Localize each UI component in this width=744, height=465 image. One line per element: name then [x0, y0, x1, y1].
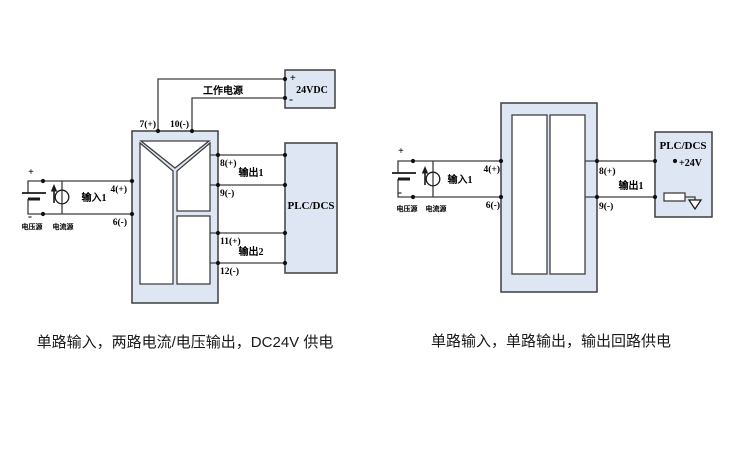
- terminal-label-4: 4(+): [111, 184, 128, 195]
- isolation-barrier-output1-section: [176, 141, 211, 212]
- terminal-label-11: 11(+): [220, 236, 241, 247]
- battery-plus-sign: +: [28, 167, 34, 178]
- current-source-label: 电流源: [426, 204, 447, 213]
- terminal-label-9: 9(-): [599, 201, 613, 212]
- current-source-label: 电流源: [53, 222, 74, 231]
- terminal-label-4: 4(+): [484, 164, 501, 175]
- battery-plus-sign: +: [398, 146, 404, 157]
- power-24vdc-plus-sign: +: [290, 73, 296, 84]
- battery-minus-sign: -: [398, 185, 402, 199]
- power-24vdc-box: [284, 69, 336, 109]
- isolation-barrier-input-section: [511, 114, 548, 275]
- terminal-label-10: 10(-): [170, 119, 189, 130]
- current-source-icon-right: [421, 161, 441, 197]
- terminal-label-12: 12(-): [220, 266, 239, 277]
- output2-label: 输出2: [239, 245, 264, 258]
- voltage-source-label: 电压源: [397, 204, 418, 213]
- terminal-label-6: 6(-): [486, 200, 500, 211]
- input1-label: 输入1: [82, 191, 107, 204]
- battery-minus-sign: -: [28, 209, 32, 223]
- power-wire-label: 工作电源: [203, 84, 243, 97]
- power-24vdc-minus-sign: -: [289, 92, 293, 106]
- voltage-source-label: 电压源: [22, 222, 43, 231]
- terminal-label-8: 8(+): [599, 166, 616, 177]
- terminal-label-6: 6(-): [113, 217, 127, 228]
- isolation-barrier-output-section: [549, 114, 586, 275]
- isolation-barrier-triangle: [139, 140, 211, 169]
- terminal-label-8: 8(+): [220, 158, 237, 169]
- resistor-icon: [663, 192, 686, 202]
- plc-dcs-box: [284, 142, 338, 274]
- battery-icon: + -: [22, 167, 46, 223]
- ground-icon: [687, 199, 703, 211]
- isolation-barrier-left-section: [139, 141, 174, 285]
- left-diagram: + 24VDC - 工作电源 + - 电压源 电流源 输入1: [22, 69, 338, 351]
- power-24vdc-label: 24VDC: [296, 85, 328, 96]
- plc-dcs-label: PLC/DCS: [659, 140, 706, 152]
- arrow-up-icon: [421, 166, 429, 174]
- plc-dcs-box: [654, 131, 713, 218]
- plc-24v-label: +24V: [679, 158, 703, 169]
- output1-label: 输出1: [619, 179, 644, 192]
- output1-label: 输出1: [239, 166, 264, 179]
- junction-dots: [40, 76, 288, 266]
- right-diagram: + - 电压源 电流源 输入1 4(+) 6(-) 8(+) 9(-) 输出1: [392, 102, 713, 350]
- wire-7-to-24vdc-plus: [157, 78, 285, 141]
- wire-10-to-24vdc-minus: [191, 97, 285, 141]
- battery-leads: [397, 160, 413, 198]
- right-caption: 单路输入，单路输出，输出回路供电: [431, 333, 671, 350]
- plc-dcs-label: PLC/DCS: [287, 200, 334, 212]
- junction-dots: [410, 158, 678, 200]
- wire-to-ground: [685, 196, 696, 200]
- input1-label: 输入1: [448, 173, 473, 186]
- battery-icon-right: + -: [392, 146, 416, 199]
- terminal-label-7: 7(+): [140, 119, 157, 130]
- left-caption: 单路输入，两路电流/电压输出，DC24V 供电: [37, 334, 334, 351]
- isolation-barrier-output2-section: [176, 215, 211, 285]
- arrow-up-icon: [50, 184, 58, 192]
- battery-leads: [27, 180, 43, 215]
- current-source-icon: [50, 181, 70, 214]
- terminal-label-9: 9(-): [220, 188, 234, 199]
